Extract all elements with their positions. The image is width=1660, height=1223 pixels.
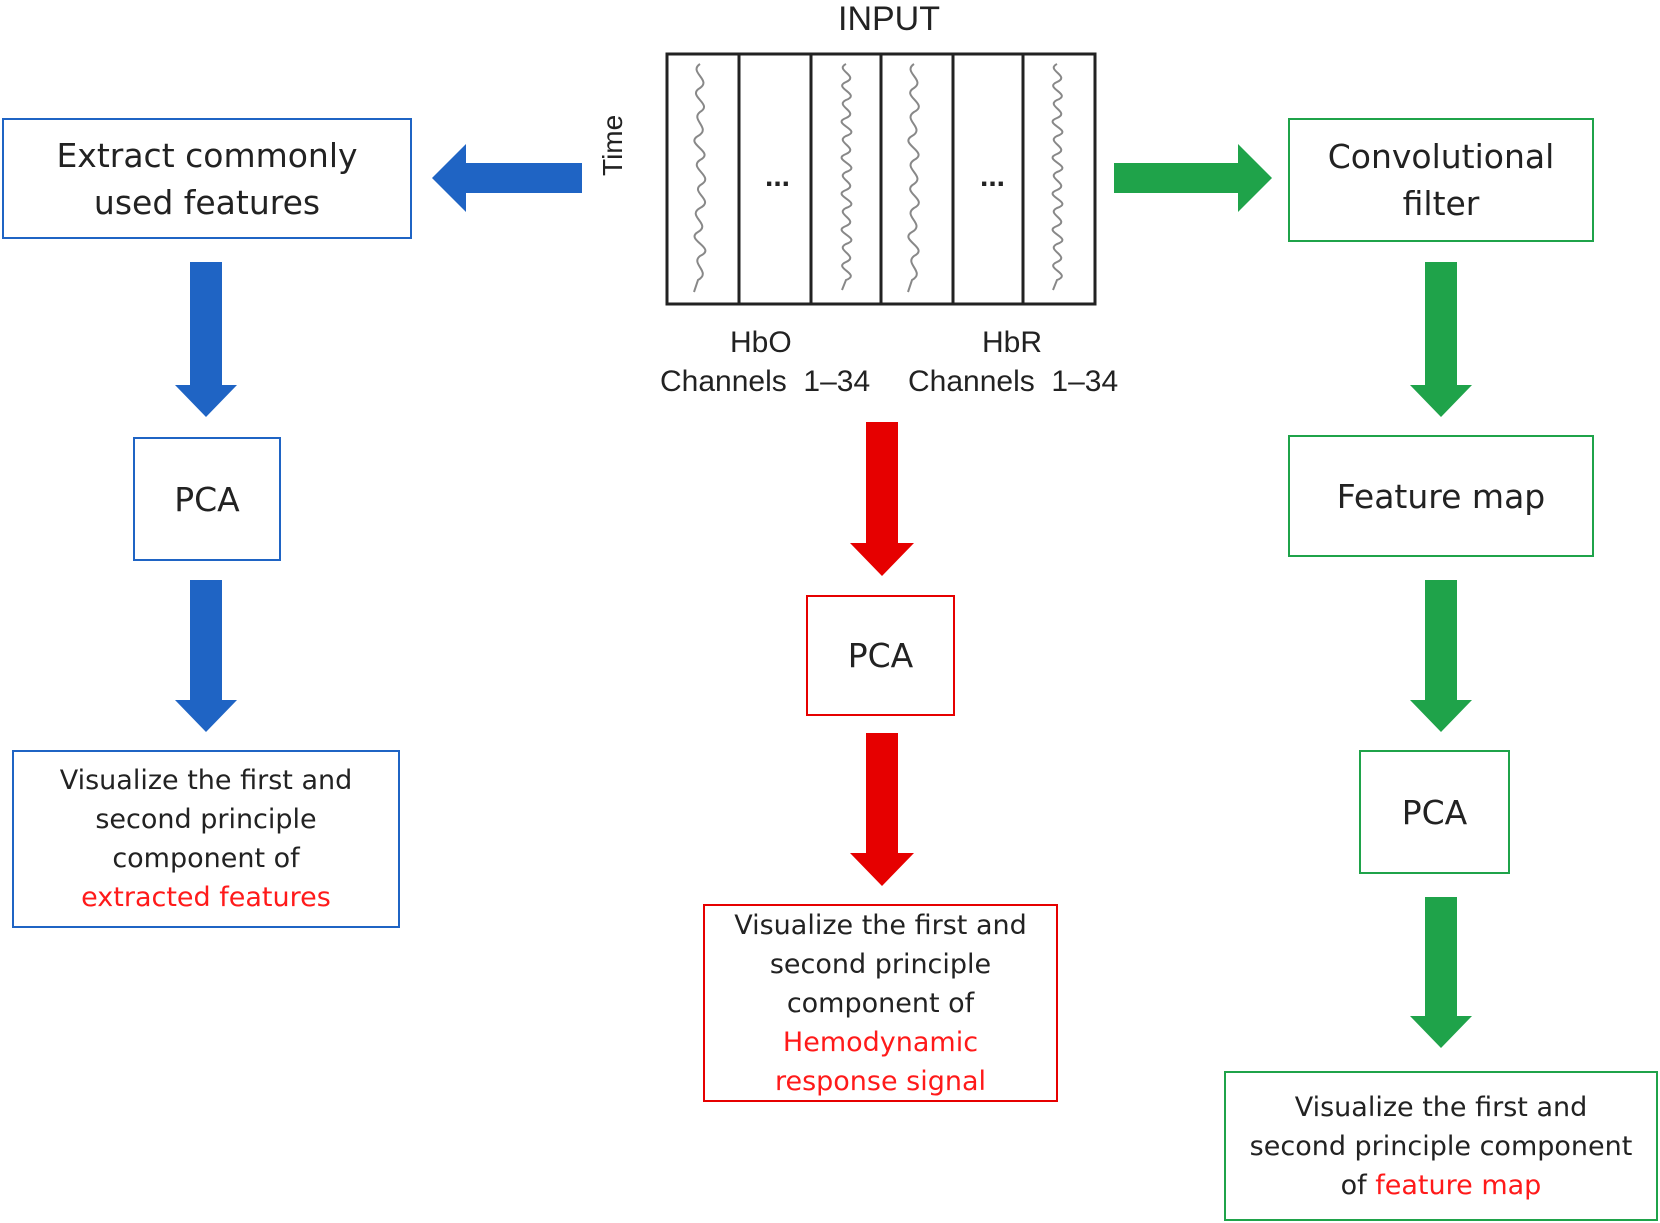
extract-features-line2: used features (93, 182, 321, 222)
viz-right-line3: of feature map (1341, 1166, 1542, 1205)
viz-left-line1: Visualize the first and (59, 765, 353, 796)
extract-features-box: Extract commonly used features (2, 118, 412, 239)
pca-box-left: PCA (133, 437, 281, 561)
viz-left-highlight: extracted features (81, 882, 331, 913)
feature-map-label: Feature map (1336, 476, 1546, 516)
hbo-waveform-1 (693, 63, 707, 293)
viz-left-line3: component of (112, 843, 300, 874)
hbr-waveform-2 (1051, 63, 1064, 291)
arrow-pca-middle-to-viz-middle (850, 733, 914, 886)
arrow-input-to-convolutional (1114, 144, 1272, 212)
arrow-input-to-pca-middle (850, 422, 914, 576)
hbo-channels-label: Channels 1–34 (660, 365, 871, 398)
visualize-hemodynamic-box: Visualize the first and second principle… (703, 904, 1058, 1102)
viz-right-line1: Visualize the first and (1294, 1091, 1588, 1123)
visualize-extracted-features-box: Visualize the first and second principle… (12, 750, 400, 928)
hbr-waveform-1 (907, 63, 920, 293)
arrow-pca-left-to-viz-left (175, 580, 237, 732)
input-title: INPUT (838, 0, 940, 38)
hbo-waveform-2 (840, 63, 853, 291)
extract-features-line1: Extract commonly (56, 135, 358, 175)
viz-middle-highlight1: Hemodynamic (782, 1026, 979, 1058)
pca-box-middle: PCA (806, 595, 955, 716)
hbo-label: HbO (730, 326, 792, 359)
viz-right-prefix: of (1340, 1169, 1376, 1201)
arrow-feature-map-to-pca-right (1410, 580, 1472, 732)
arrow-extract-to-pca-left (175, 262, 237, 417)
feature-map-box: Feature map (1288, 435, 1594, 557)
arrow-convolutional-to-feature-map (1410, 262, 1472, 417)
pca-left-label: PCA (174, 479, 240, 519)
arrow-input-to-extract (432, 144, 582, 212)
viz-middle-line1: Visualize the first and (734, 909, 1027, 941)
ellipsis-hbr: ... (980, 160, 1006, 193)
convolutional-filter-line1: Convolutional (1327, 137, 1555, 176)
convolutional-filter-box: Convolutional filter (1288, 118, 1594, 242)
visualize-feature-map-box: Visualize the first and second principle… (1224, 1071, 1658, 1221)
viz-left-line2: second principle (95, 804, 317, 835)
viz-right-highlight: feature map (1375, 1169, 1542, 1201)
viz-middle-line3: component of (786, 987, 975, 1019)
convolutional-filter-line2: filter (1402, 184, 1480, 223)
viz-middle-line2: second principle (769, 948, 992, 980)
arrow-pca-right-to-viz-right (1410, 897, 1472, 1048)
viz-right-line2: second principle component (1249, 1130, 1633, 1162)
hbr-label: HbR (982, 326, 1043, 359)
viz-middle-highlight2: response signal (774, 1065, 987, 1097)
pca-box-right: PCA (1359, 750, 1510, 874)
ellipsis-hbo: ... (765, 160, 791, 193)
pca-right-label: PCA (1401, 792, 1468, 832)
hbr-channels-label: Channels 1–34 (908, 365, 1119, 398)
pca-middle-label: PCA (847, 636, 914, 675)
